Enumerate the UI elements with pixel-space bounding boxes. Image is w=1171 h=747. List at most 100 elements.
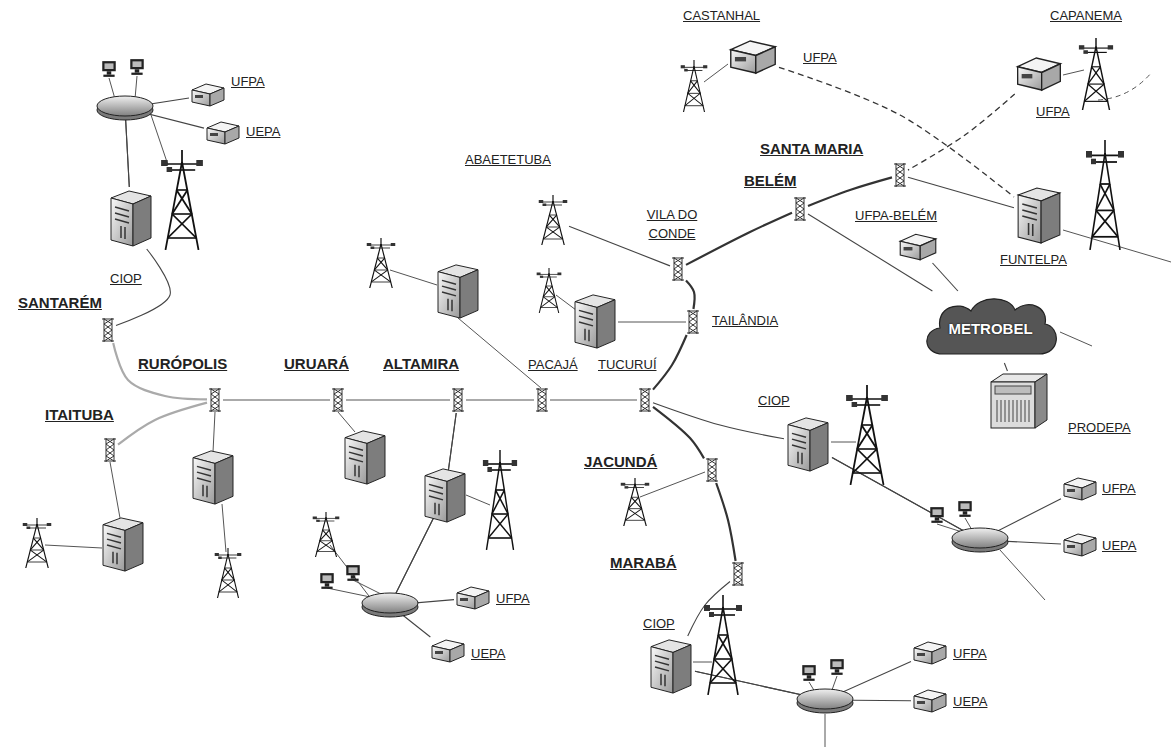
city-station: PACAJÁ [535,388,549,412]
radio-tower [483,450,517,550]
university-node: UFPA [455,585,491,611]
pole-icon [451,388,465,412]
pole-icon [671,257,685,281]
pole-icon [101,318,115,342]
server [103,518,143,571]
site-label: UFPA [803,50,837,65]
pole-symbol [452,388,464,412]
city-station: SANTARÉM [101,318,115,342]
pole-symbol [794,197,806,221]
wire [832,676,837,690]
server [193,451,233,504]
network-link [466,399,534,401]
device-icon [912,688,948,714]
radio-tower [681,60,708,112]
server [345,431,385,484]
wire [1000,550,1045,600]
server-icon [108,188,154,248]
device-symbol [900,234,936,259]
device-icon [205,120,241,146]
radio-tower [704,595,742,695]
server-symbol [651,640,691,693]
wire [693,662,712,663]
workstation [802,665,816,681]
pole-icon [535,388,549,412]
device-symbol [914,642,946,664]
network-link [223,399,330,401]
device-icon [455,585,491,611]
network-link [653,335,687,390]
wire [704,64,728,82]
device-symbol [731,41,775,73]
network-link [1004,363,1007,371]
dashed-link [779,67,1014,197]
server-symbol [111,191,151,246]
server-icon [1015,185,1063,245]
device-symbol [432,640,464,662]
site-label: UFPA [1102,481,1136,496]
site-label: UFPA [231,74,265,89]
city-station: URUARÁ [331,388,345,412]
university-node: UEPA [205,120,241,146]
server-icon [648,637,694,695]
wire [330,545,372,600]
site-label: CIOP [110,271,142,286]
wire [831,442,856,443]
device-icon [728,38,778,76]
network-link [653,403,784,439]
site-label: ALTAMIRA [383,355,459,372]
wire [640,472,705,497]
pole-symbol [104,438,116,462]
pole-icon [731,562,745,586]
city-station: MARABÁ [731,562,745,586]
site-label: MARABÁ [610,554,677,571]
city-station: JACUNDÁ [705,458,719,482]
device-symbol [457,587,489,609]
device-icon [912,640,948,666]
network-link [550,399,637,401]
device-symbol [1018,58,1061,90]
city-station: ITAITUBA [103,438,117,462]
network-link [653,407,704,459]
pole-symbol [536,388,548,412]
site-label: JACUNDÁ [584,453,657,470]
pole-symbol [732,562,744,586]
radio-tower [1079,38,1113,110]
device-icon [1062,532,1098,558]
university-node: UEPA [1062,532,1098,558]
university-node: UFPA-BELÉM [898,232,938,262]
network-link [933,263,958,291]
pole-symbol [687,310,699,334]
ciop-server: CIOP [108,188,154,248]
radio-tower [23,518,52,568]
site-label: PACAJÁ [528,357,578,372]
network-hub [952,528,1008,552]
server [425,469,465,522]
workstation [958,501,972,517]
radio-tower [367,238,396,288]
device-icon [1015,55,1063,93]
server [438,265,478,318]
site-label: BELÉM [744,172,797,189]
workstation [930,507,944,523]
wire [109,78,115,99]
pole-symbol [639,388,651,412]
metro-network-cloud: METROBEL [918,292,1063,362]
site-label: TAILÂNDIA [712,313,778,328]
wire [222,504,226,552]
wire [466,495,490,505]
site-label: RURÓPOLIS [138,355,227,372]
wire [390,270,437,285]
site-label: FUNTELPA [1000,252,1067,267]
workstation [346,565,360,581]
device-icon [898,232,938,262]
wire [1063,70,1084,75]
site-label: CIOP [643,616,675,631]
tower-icon [538,195,568,245]
radio-tower [1086,140,1124,250]
pole-symbol [672,257,684,281]
site-label: UFPA [496,591,530,606]
server-icon [785,415,831,473]
pole-icon [686,310,700,334]
